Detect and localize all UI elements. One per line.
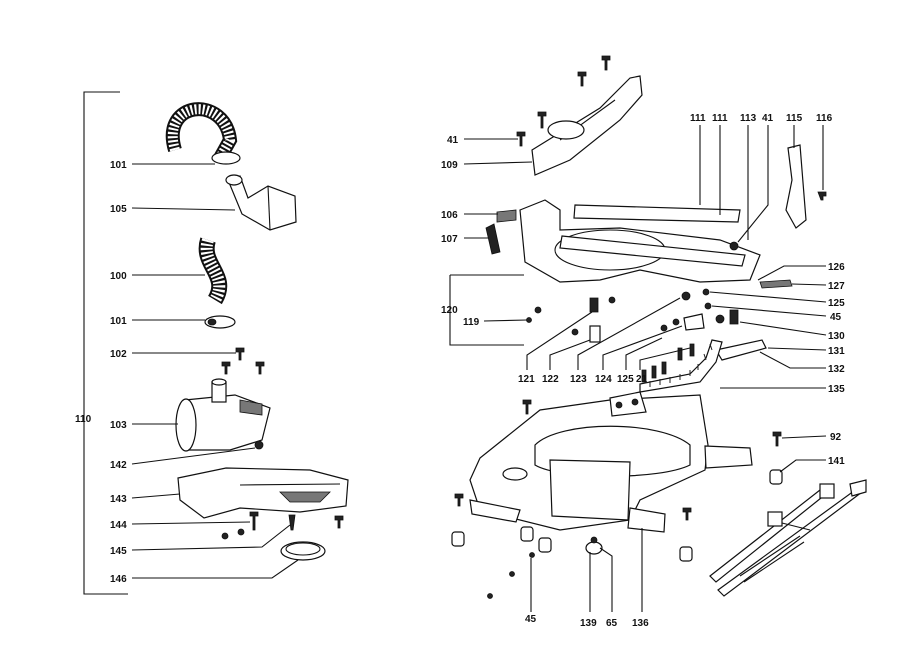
part-clamp-124 (683, 313, 705, 331)
part-screw-92 (772, 431, 782, 447)
label-146: 146 (110, 574, 127, 585)
label-122: 122 (542, 374, 559, 385)
label-111b: 111 (712, 113, 728, 124)
label-124: 124 (595, 374, 612, 385)
part-knob-106 (496, 209, 517, 223)
base-assembly (451, 391, 867, 612)
label-92: 92 (830, 432, 842, 443)
label-109: 109 (441, 160, 458, 171)
label-145: 145 (110, 546, 127, 557)
label-21: 21 (636, 374, 648, 385)
part-hose-clamp-101a (211, 151, 241, 165)
part-bushing-139 (585, 541, 603, 555)
label-110: 110 (75, 414, 92, 425)
part-feet (451, 526, 693, 562)
label-102: 102 (110, 349, 127, 360)
label-125a: 125 (828, 298, 845, 309)
label-107: 107 (441, 234, 458, 245)
label-139: 139 (580, 618, 597, 629)
part-bracket-115 (785, 144, 807, 229)
dust-extraction-assembly (83, 91, 349, 595)
label-142: 142 (110, 460, 127, 471)
label-119: 119 (463, 317, 480, 328)
part-screw-116 (817, 191, 827, 201)
part-sleeve-122 (589, 325, 601, 343)
part-screw-145 (288, 514, 296, 531)
part-lower-guard-143 (177, 467, 349, 519)
callout-labels: 101 105 100 101 102 110 103 142 143 144 … (75, 113, 845, 629)
group-bracket-110 (83, 91, 128, 595)
part-screw-144 (249, 511, 259, 531)
label-143: 143 (110, 494, 127, 505)
label-144: 144 (110, 520, 127, 531)
label-136: 136 (632, 618, 649, 629)
label-113: 113 (740, 113, 757, 124)
label-123: 123 (570, 374, 587, 385)
label-141: 141 (828, 456, 845, 467)
label-103: 103 (110, 420, 127, 431)
label-45a: 45 (830, 312, 842, 323)
part-pin-121 (589, 297, 599, 313)
label-116: 116 (816, 113, 833, 124)
label-41b: 41 (762, 113, 774, 124)
label-101a: 101 (110, 160, 127, 171)
label-125b: 125 (617, 374, 634, 385)
label-45b: 45 (525, 614, 537, 625)
label-120: 120 (441, 305, 458, 316)
upper-assembly (449, 55, 827, 393)
label-115: 115 (786, 113, 803, 124)
part-handle-107 (485, 223, 501, 255)
label-131: 131 (828, 346, 845, 357)
label-41a: 41 (447, 135, 459, 146)
part-cap-146 (280, 541, 326, 561)
part-spacer-141 (769, 469, 783, 485)
part-scale-135 (639, 339, 723, 393)
label-132: 132 (828, 364, 845, 375)
label-101b: 101 (110, 316, 127, 327)
part-screw-127 (759, 279, 793, 289)
label-111a: 111 (690, 113, 706, 124)
label-127: 127 (828, 281, 845, 292)
part-lever-131 (715, 339, 767, 361)
part-arm-109 (531, 75, 643, 176)
label-100: 100 (110, 271, 127, 282)
label-121: 121 (518, 374, 535, 385)
label-65: 65 (606, 618, 618, 629)
part-flex-hose-loop (165, 102, 241, 165)
label-106: 106 (441, 210, 458, 221)
part-elbow-adapter-105 (225, 174, 297, 231)
part-extension-rail (709, 479, 867, 597)
label-130: 130 (828, 331, 845, 342)
part-flex-hose-100 (198, 237, 228, 305)
part-screws-102 (221, 347, 265, 375)
part-dust-chute-103 (175, 378, 271, 452)
part-turntable-120 (519, 199, 761, 283)
part-nut-142 (254, 440, 264, 450)
label-126: 126 (828, 262, 845, 273)
label-135: 135 (828, 384, 845, 395)
label-105: 105 (110, 204, 127, 215)
